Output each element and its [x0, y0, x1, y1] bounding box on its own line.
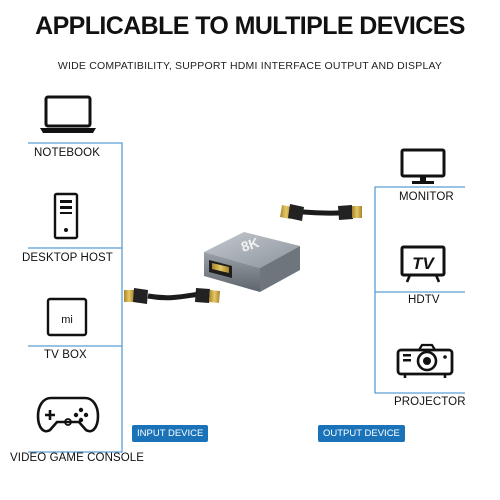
tv-box-icon: mi: [46, 297, 88, 344]
desktop-tower-icon: [52, 192, 80, 245]
tv-box-icon-text: mi: [61, 314, 73, 326]
device-label-desktop-host: DESKTOP HOST: [22, 252, 113, 264]
device-label-video-game-console: VIDEO GAME CONSOLE: [10, 452, 145, 464]
laptop-icon: [38, 95, 98, 140]
device-label-tv-box: TV BOX: [44, 349, 87, 361]
device-label-hdtv: HDTV: [408, 294, 440, 306]
monitor-icon: [400, 148, 446, 191]
page-subtitle: WIDE COMPATIBILITY, SUPPORT HDMI INTERFA…: [57, 60, 443, 72]
upper-hdmi-cable: [280, 204, 362, 221]
device-label-notebook: NOTEBOOK: [34, 147, 100, 159]
gamepad-icon: [35, 392, 101, 443]
projector-icon: [395, 340, 455, 387]
adapter-body: 8K: [204, 232, 300, 292]
lower-hdmi-cable: [124, 288, 220, 304]
page-title: APPLICABLE TO MULTIPLE DEVICES: [35, 12, 465, 40]
hdtv-icon-text: TV: [412, 254, 435, 273]
device-label-monitor: MONITOR: [399, 191, 454, 203]
hdtv-icon: TV: [400, 245, 446, 290]
device-label-projector: PROJECTOR: [394, 396, 466, 408]
input-device-badge: INPUT DEVICE: [132, 425, 209, 442]
output-device-badge: OUTPUT DEVICE: [318, 425, 405, 442]
adapter-8k-label: 8K: [239, 234, 261, 255]
